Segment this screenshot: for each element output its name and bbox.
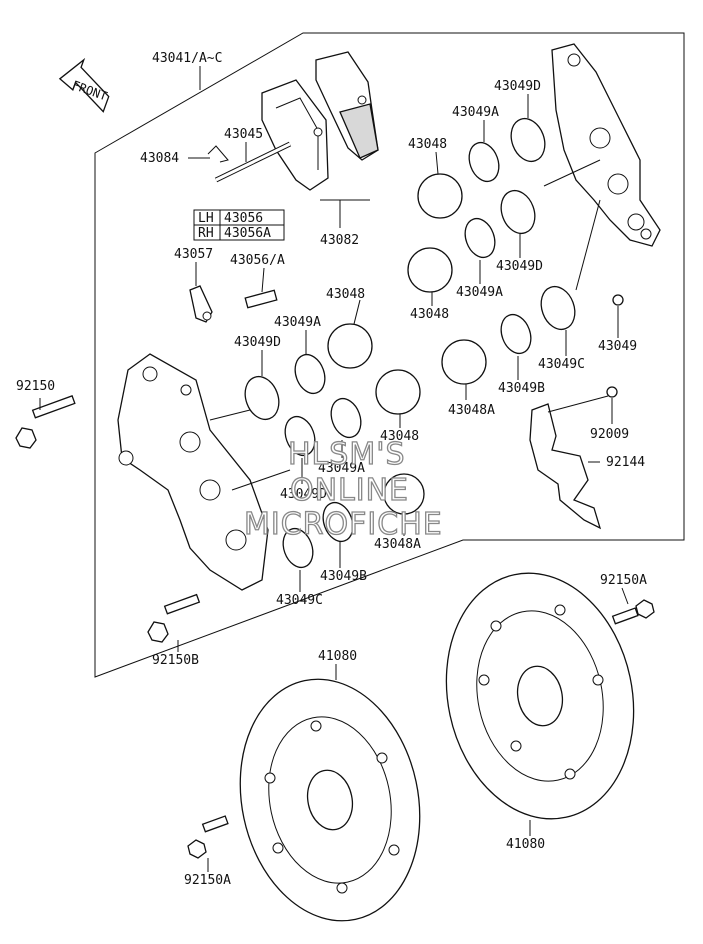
brake-pad-inner xyxy=(315,51,379,161)
caliper-bolt-92150b xyxy=(147,593,201,643)
label-43049c-1: 43049C xyxy=(538,357,585,372)
label-92150a-1: 92150A xyxy=(600,573,647,588)
bleed-valve-cap-part xyxy=(189,285,213,323)
label-92009: 92009 xyxy=(590,427,629,442)
label-43049d-1: 43049D xyxy=(234,335,281,350)
label-43049: 43049 xyxy=(598,339,637,354)
legend-rh: RH xyxy=(198,226,214,241)
legend-lh-part: 43056 xyxy=(224,211,263,226)
label-43049b-2: 43049B xyxy=(320,569,367,584)
caliper-assembly-boundary xyxy=(94,32,685,678)
label-43049b-1: 43049B xyxy=(498,381,545,396)
label-92144: 92144 xyxy=(606,455,645,470)
label-43057: 43057 xyxy=(174,247,213,262)
label-43049a-4: 43049A xyxy=(456,285,503,300)
brake-pad-outer xyxy=(261,79,329,191)
legend-rh-part: 43056A xyxy=(224,226,271,241)
watermark-line2: ONLINE xyxy=(290,473,409,508)
leader-lines xyxy=(39,66,629,872)
caliper-right-half xyxy=(551,43,661,247)
label-92150: 92150 xyxy=(16,379,55,394)
label-43048-e: 43048 xyxy=(410,307,449,322)
hose-bracket-part xyxy=(529,403,602,530)
disc-bolt-left xyxy=(187,815,229,859)
label-43056a: 43056/A xyxy=(230,253,285,268)
bolt-92009-part xyxy=(606,386,618,398)
label-43049a-1: 43049A xyxy=(274,315,321,330)
label-41080-1: 41080 xyxy=(318,649,357,664)
label-43049a-3: 43049A xyxy=(452,105,499,120)
lh-rh-legend: LH 43056 RH 43056A xyxy=(193,209,285,241)
label-43048-a: 43048 xyxy=(326,287,365,302)
label-43049a-2: 43049A xyxy=(318,461,365,476)
watermark-line1: HLSM'S xyxy=(288,437,406,472)
seal-part xyxy=(244,117,576,569)
label-43082: 43082 xyxy=(320,233,359,248)
caliper-bolt-92150 xyxy=(15,395,76,449)
label-43048-b: 43048 xyxy=(380,429,419,444)
label-43041: 43041/A~C xyxy=(152,51,222,66)
label-92150a-2: 92150A xyxy=(184,873,231,888)
label-43084: 43084 xyxy=(140,151,179,166)
disc-bolt-right xyxy=(611,599,655,625)
label-43049d-4: 43049D xyxy=(496,259,543,274)
label-43048a-2: 43048A xyxy=(374,537,421,552)
brake-disc-left xyxy=(239,678,421,922)
label-41080-2: 41080 xyxy=(506,837,545,852)
piston-part xyxy=(327,173,487,515)
front-arrow-icon: FRONT xyxy=(58,57,110,113)
watermark: HLSM'S ONLINE MICROFICHE xyxy=(243,436,443,542)
label-43045: 43045 xyxy=(224,127,263,142)
caliper-left-half xyxy=(117,353,269,591)
part-labels: 43041/A~C 43045 43084 43082 43057 43056/… xyxy=(16,51,647,888)
pad-pin-part xyxy=(214,141,292,183)
legend-lh: LH xyxy=(198,211,214,226)
bleed-valve-part xyxy=(244,289,278,309)
label-43048a-1: 43048A xyxy=(448,403,495,418)
washer-part xyxy=(612,294,624,306)
label-43049c-2: 43049C xyxy=(276,593,323,608)
pad-pin-clip-part xyxy=(207,145,229,163)
label-43049d-2: 43049D xyxy=(280,487,327,502)
brake-disc-right xyxy=(445,572,635,820)
label-43049d-3: 43049D xyxy=(494,79,541,94)
label-43048-d: 43048 xyxy=(408,137,447,152)
watermark-line3: MICROFICHE xyxy=(244,507,443,542)
label-92150b: 92150B xyxy=(152,653,199,668)
